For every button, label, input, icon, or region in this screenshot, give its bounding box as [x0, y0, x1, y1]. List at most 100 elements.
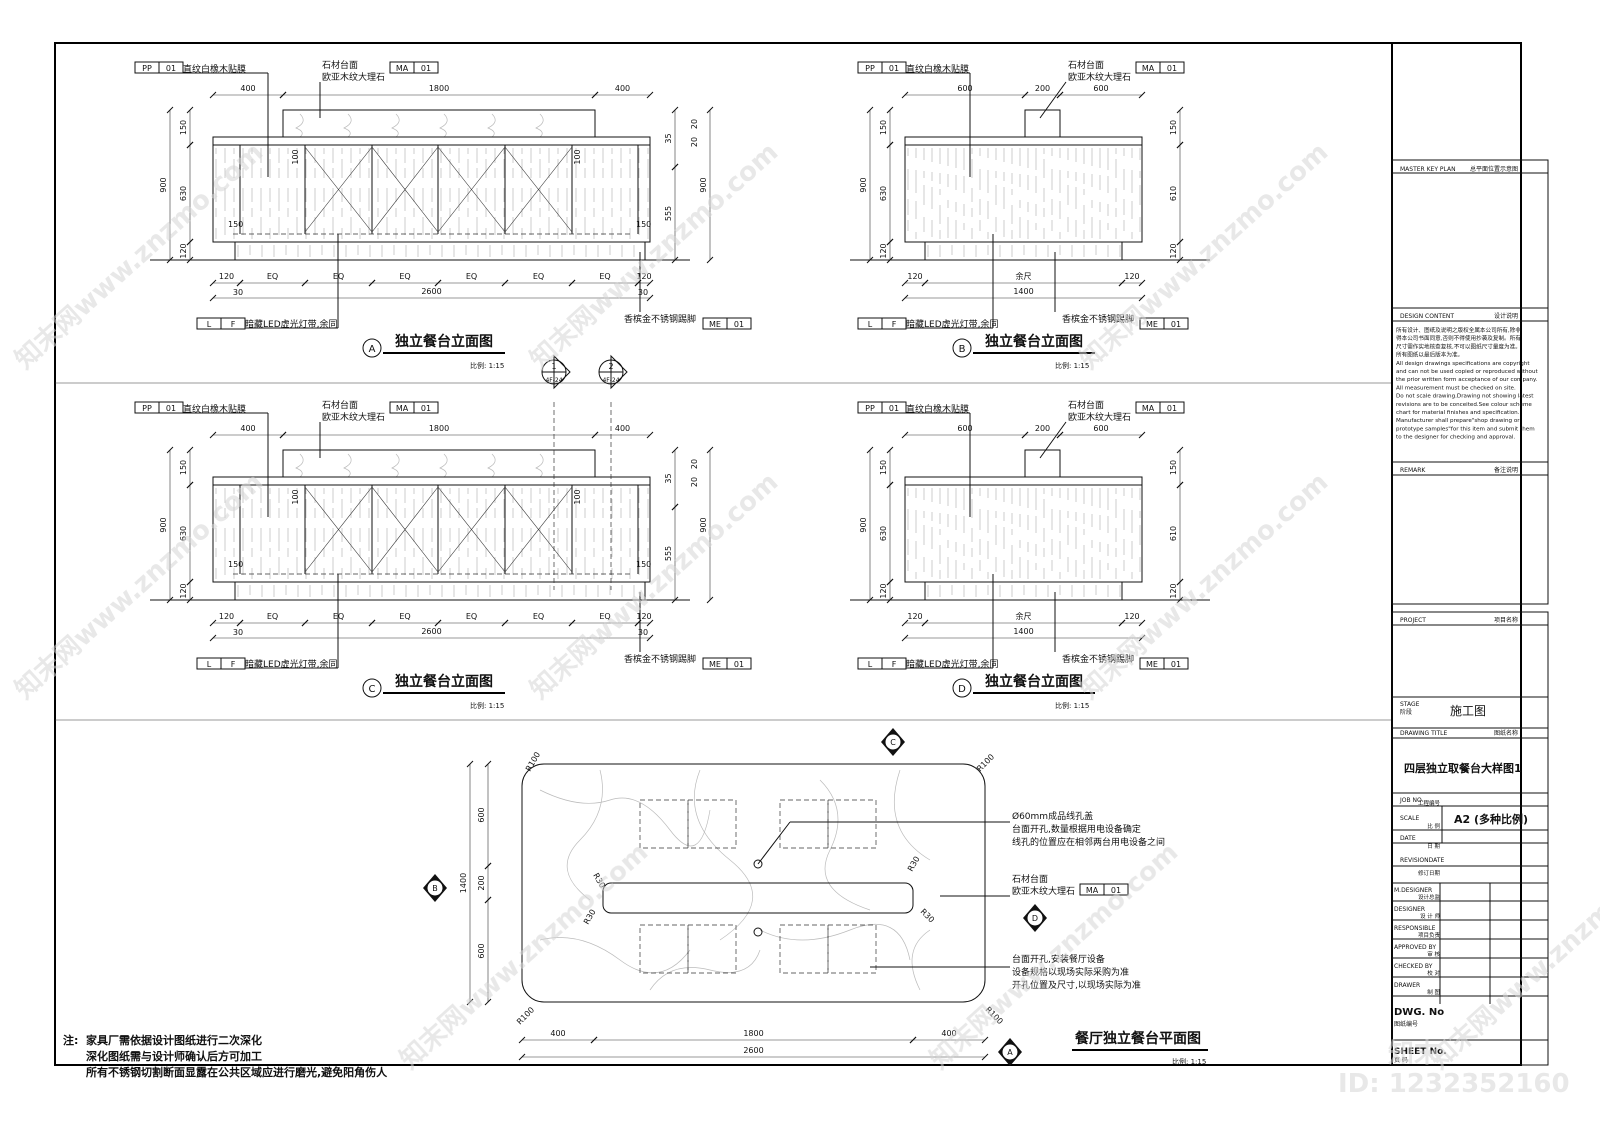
material-text: 直纹白橡木贴膜 [183, 403, 246, 415]
title-label-cn: 项目名称 [1494, 616, 1518, 624]
tag-num: F [892, 320, 897, 329]
dim-text: EQ [466, 272, 477, 281]
dim-tick [1118, 279, 1126, 287]
dim-tick [1138, 431, 1146, 439]
cutout-outline [779, 799, 829, 849]
dim-tick [886, 578, 894, 586]
dim-tick [921, 279, 929, 287]
title-label: REVISIONDATE [1400, 857, 1444, 864]
design-text-line: Manufacturer shall prepare"shop drawing … [1396, 418, 1520, 424]
tag-code: PP [142, 404, 152, 413]
dim-text: EQ [533, 272, 544, 281]
title-label: RESPONSIBLE [1394, 925, 1436, 932]
panel-cross [304, 486, 373, 573]
dim-text: 120 [1124, 612, 1139, 621]
dim-tick [1176, 106, 1184, 114]
marker-letter: A [369, 344, 376, 355]
marble-vein [343, 113, 352, 138]
tag-code: ME [1146, 320, 1158, 329]
plan-marker-left: B [423, 874, 447, 902]
dim-tick [646, 431, 654, 439]
marker-letter: A [1007, 1048, 1013, 1057]
dim-tick [166, 256, 174, 264]
material-text: 欧亚木纹大理石 [1068, 71, 1131, 83]
dim-tick [466, 760, 474, 768]
dim-text: 400 [240, 84, 255, 93]
dim-tick [671, 256, 679, 264]
title-label: DESIGNER [1394, 906, 1425, 913]
note-text: 设备规格以现场实际采购为准 [1012, 966, 1129, 978]
dim-tick [646, 619, 654, 627]
dim-text: 150 [636, 220, 651, 229]
material-text: 石材台面 [1068, 59, 1104, 71]
counter-body [904, 476, 1143, 583]
cutout-outline [779, 924, 829, 974]
tag-num: 01 [1167, 404, 1177, 413]
title-label-cn: 总平面位置示意图 [1470, 165, 1518, 173]
cutout-outline [827, 799, 877, 849]
dim-tick [1176, 141, 1184, 149]
dim-tick [671, 163, 679, 171]
marble-vein [295, 453, 304, 478]
dim-text: 120 [1169, 583, 1178, 598]
dim-text: EQ [267, 272, 278, 281]
title-label-cn: 比 例 [1427, 822, 1440, 830]
dim-tick [901, 431, 909, 439]
dim-text: 2600 [743, 1046, 763, 1055]
scale-text: 比例: 1:15 [470, 701, 504, 710]
dim-tick [1176, 596, 1184, 604]
dim-tick [501, 619, 509, 627]
dim-text: 610 [1169, 526, 1178, 541]
dim-text: 150 [179, 460, 188, 475]
dim-text: 30 [638, 288, 648, 297]
title-label: STAGE [1400, 701, 1420, 708]
marker-letter: D [1032, 914, 1038, 923]
dim-tick [1021, 431, 1029, 439]
dim-text: 400 [550, 1029, 565, 1038]
scale-text: 比例: 1:15 [1055, 361, 1089, 370]
wire-hole [753, 859, 763, 869]
counter-body [212, 136, 651, 243]
dim-tick [1021, 91, 1029, 99]
dim-text: 600 [477, 807, 486, 822]
dim-tick [1056, 431, 1064, 439]
kick-plinth [234, 581, 646, 601]
title-frame [1391, 611, 1549, 1066]
dim-tick [209, 279, 217, 287]
dim-tick [866, 446, 874, 454]
callout-num: 1 [551, 362, 556, 371]
dim-tick [671, 446, 679, 454]
note-text: 台面开孔,安装餐厅设备 [1012, 953, 1105, 965]
dim-tick [209, 634, 217, 642]
dim-text: EQ [399, 272, 410, 281]
dim-tick [368, 279, 376, 287]
watermark-text: 知末网www.znzmo.com [10, 137, 270, 375]
dim-text: 200 [1035, 84, 1050, 93]
watermark-text: 知末网www.znzmo.com [10, 467, 270, 705]
dim-tick [901, 91, 909, 99]
tag-num: 01 [889, 404, 899, 413]
marker-circle [1026, 909, 1044, 927]
dim-tick [1176, 481, 1184, 489]
wire-hole [753, 927, 763, 937]
kick-plinth [924, 581, 1123, 601]
title-label-cn: 工程编号 [1418, 799, 1441, 807]
watermark-logo: 知末 [1388, 1039, 1441, 1069]
dim-text: EQ [267, 612, 278, 621]
dim-text: 2600 [421, 287, 441, 296]
dim-text: 900 [159, 517, 168, 532]
dim-text: 20 [690, 119, 699, 129]
dim-text: 120 [1169, 243, 1178, 258]
dim-tick [646, 279, 654, 287]
material-text: 直纹白橡木贴膜 [183, 63, 246, 75]
dim-text: 100 [573, 149, 582, 164]
note-line: 所有不锈钢切割断面显露在公共区域应进行磨光,避免阳角伤人 [86, 1065, 388, 1079]
dim-text: 1400 [459, 873, 468, 893]
marker-letter: B [432, 884, 438, 893]
tabletop-outline [521, 763, 986, 1003]
